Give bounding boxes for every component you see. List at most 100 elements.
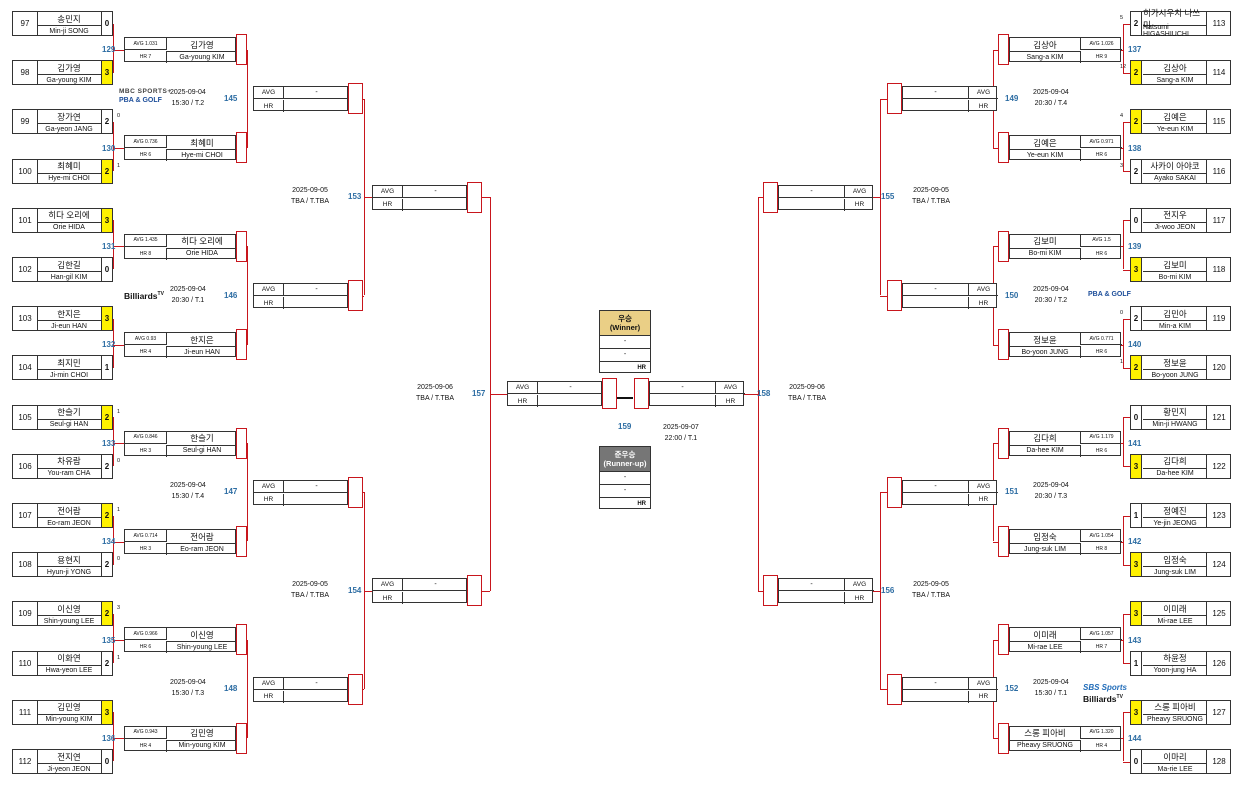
connector-line (993, 147, 998, 149)
schedule-time: TBA / T.TBA (788, 394, 826, 402)
player-name-ko: 이신영 (167, 628, 237, 643)
connector-line (880, 492, 887, 494)
hr-value: HR 9 (1080, 51, 1122, 63)
connector-line (363, 492, 364, 494)
hr-value: HR 8 (125, 247, 167, 260)
score-box: 2 (1131, 12, 1142, 35)
player-name-en: Bo-yoon JUNG (1021, 348, 1069, 356)
player-name-ko: 황민지 (1143, 406, 1207, 420)
match-number: 131 (102, 241, 116, 251)
player-name-ko: 이미래 (1143, 602, 1207, 617)
connector-line (1123, 318, 1124, 368)
connector-line (113, 613, 114, 664)
avg-value: - (284, 481, 349, 493)
connector-rail (998, 329, 1009, 361)
seed-number: 126 (1206, 651, 1231, 675)
avg-label: AVG (373, 579, 403, 592)
player-name-en: Min-a KIM (1159, 322, 1191, 330)
hr-value (538, 395, 603, 407)
player-name-ko: 김한길 (37, 258, 101, 272)
score-box: 3 (1131, 602, 1142, 626)
player-name-ko: 최지민 (37, 356, 101, 371)
set-score: 3 (117, 605, 121, 612)
connector-line (247, 49, 248, 148)
connector-rail (998, 526, 1009, 557)
hr-value (284, 691, 349, 703)
player-name-en: Orie HIDA (186, 250, 218, 258)
connector-line (113, 712, 114, 762)
hr-label: HR (254, 690, 284, 703)
player-name-ko: 최혜미 (167, 136, 237, 151)
schedule-date: 2025-09-04 (1033, 88, 1069, 96)
connector-line (113, 147, 124, 149)
hr-label: HR (715, 395, 745, 408)
connector-line (1123, 417, 1124, 467)
connector-line (993, 344, 998, 346)
seed-number: 101 (13, 208, 38, 232)
